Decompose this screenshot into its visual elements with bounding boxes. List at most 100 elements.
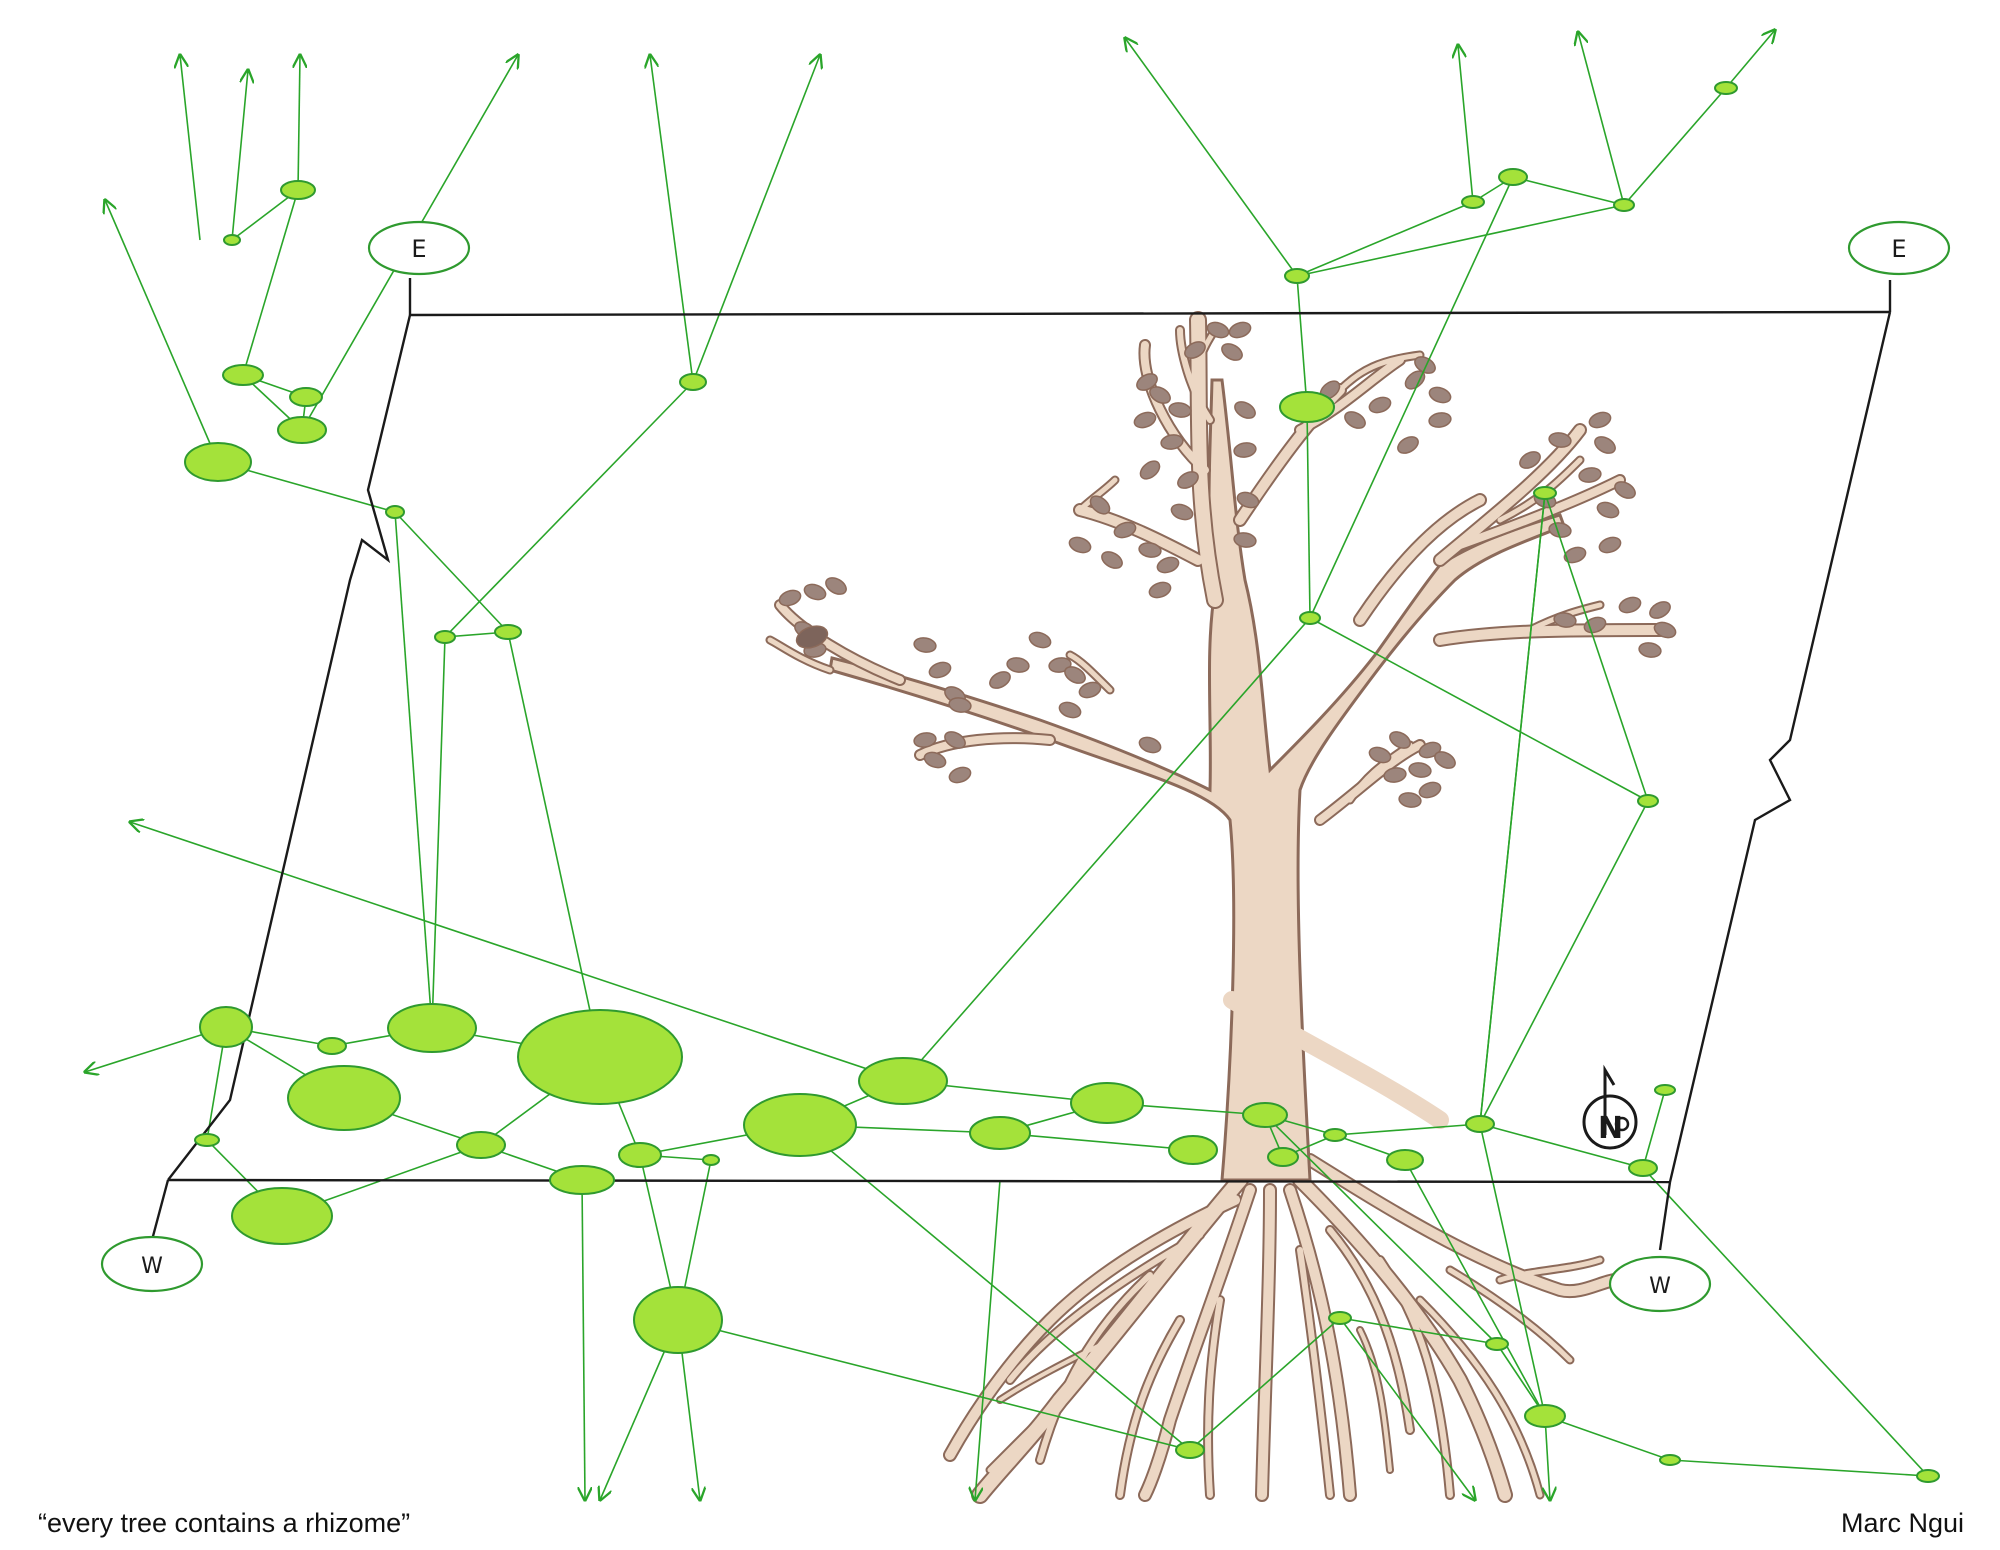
tree-root-fill <box>1007 1232 1203 1383</box>
rhizome-edge <box>1479 1123 1644 1169</box>
tree-root-fill <box>1117 1317 1183 1498</box>
leaf <box>825 577 847 595</box>
tree-branch-fill <box>916 734 1054 759</box>
rhizome-node <box>280 180 316 200</box>
rhizome-node <box>1461 195 1485 209</box>
rhizome-node <box>434 630 456 644</box>
tree-trunk <box>828 378 1566 1182</box>
leaf <box>795 625 829 649</box>
tree-leaves <box>778 321 1677 808</box>
rhizome-node <box>1175 1441 1205 1459</box>
rhizome-node <box>1524 1404 1566 1428</box>
rhizome-edge <box>1339 1317 1498 1345</box>
leaf <box>1548 432 1572 448</box>
leaf <box>778 589 802 607</box>
tree-branch-fill <box>776 601 904 684</box>
north-arrow-icon: N <box>1582 1064 1638 1150</box>
rhizome-node <box>387 1003 477 1053</box>
leaf <box>1170 503 1194 521</box>
leaf <box>1068 536 1092 554</box>
rhizome-node <box>1328 1311 1352 1325</box>
leaf <box>989 671 1011 689</box>
tree-branch-fill <box>767 637 833 673</box>
leaf <box>1428 386 1452 404</box>
leaf <box>1136 373 1158 391</box>
rhizome-node <box>277 416 327 444</box>
rhizome-node <box>289 387 323 407</box>
tree-branch-fill <box>1067 652 1113 693</box>
rhizome-arrow <box>130 822 904 1082</box>
rhizome-arrow <box>1339 1317 1475 1500</box>
leaf <box>923 751 947 769</box>
tree-branch-fill <box>1347 742 1413 803</box>
rhizome-edge <box>1334 1123 1481 1136</box>
leaf <box>1148 581 1172 599</box>
tree-branch-fill <box>1140 341 1209 474</box>
leaf <box>1064 666 1086 684</box>
rhizome-node <box>1168 1135 1218 1165</box>
rhizome-node <box>1485 1337 1509 1351</box>
rhizome-edge <box>999 1132 1194 1151</box>
leaf <box>803 583 827 601</box>
compass-label-west: W <box>141 1254 163 1279</box>
leaf <box>1548 522 1572 538</box>
compass-east-left: E <box>367 220 471 276</box>
rhizome-edge <box>431 636 446 1029</box>
leaf <box>1596 501 1620 519</box>
rhizome-nodes <box>184 81 1940 1483</box>
leaf <box>913 732 937 748</box>
leaf <box>948 697 972 713</box>
rhizome-edge <box>1642 1167 1929 1477</box>
leaf <box>1418 781 1442 799</box>
leaf <box>1434 751 1456 769</box>
leaf <box>1563 546 1587 564</box>
tree-root-fill <box>998 1338 1112 1402</box>
rhizome-node <box>287 1065 401 1131</box>
leaf <box>948 766 972 784</box>
leaf <box>1168 402 1192 418</box>
rhizome-node <box>1267 1147 1299 1167</box>
rhizome-node <box>231 1187 333 1245</box>
rhizome-node <box>1299 611 1321 625</box>
rhizome-node <box>1070 1082 1144 1124</box>
tree-root-fill <box>1257 1185 1275 1500</box>
leaf <box>1398 792 1422 808</box>
leaf <box>1649 601 1671 619</box>
rhizome-edge <box>1544 492 1649 802</box>
rhizome-node <box>222 364 264 386</box>
rhizome-arrow <box>1458 45 1474 203</box>
rhizome-edge <box>1544 1415 1671 1461</box>
tree-root-fill <box>1327 1227 1413 1433</box>
leaf <box>1233 532 1257 548</box>
rhizome-edge <box>1479 800 1649 1125</box>
leaf <box>1138 736 1162 754</box>
rhizome-edge <box>902 617 1311 1082</box>
rhizome-node <box>1533 486 1557 500</box>
rhizome-node <box>194 1133 220 1147</box>
rhizome-node <box>1498 168 1528 186</box>
tree-root-fill <box>1297 1247 1333 1498</box>
rhizome-edge <box>1309 176 1514 619</box>
tree-root-fill <box>987 1377 1083 1473</box>
leaf <box>1233 442 1257 458</box>
leaf <box>928 661 952 679</box>
compass-west-left: W <box>100 1235 204 1293</box>
leaf <box>913 637 937 653</box>
rhizome-node <box>1613 198 1635 212</box>
leaf <box>1160 434 1184 450</box>
rhizome-arrow <box>582 1179 585 1500</box>
leaf <box>1519 451 1541 469</box>
rhizome-edge <box>1296 275 1308 408</box>
compass-east-right: E <box>1847 220 1951 276</box>
tree-branch-fill <box>1296 356 1404 434</box>
tree-root-fill <box>1205 1297 1223 1498</box>
leaf <box>1598 536 1622 554</box>
rhizome-node <box>1284 268 1310 284</box>
leaf <box>1614 481 1636 499</box>
tree-root-fill <box>1447 1267 1573 1363</box>
rhizome-arrow <box>105 200 219 463</box>
leaf <box>1389 731 1411 749</box>
leaf <box>1006 657 1030 673</box>
rhizome-edge <box>444 381 694 638</box>
